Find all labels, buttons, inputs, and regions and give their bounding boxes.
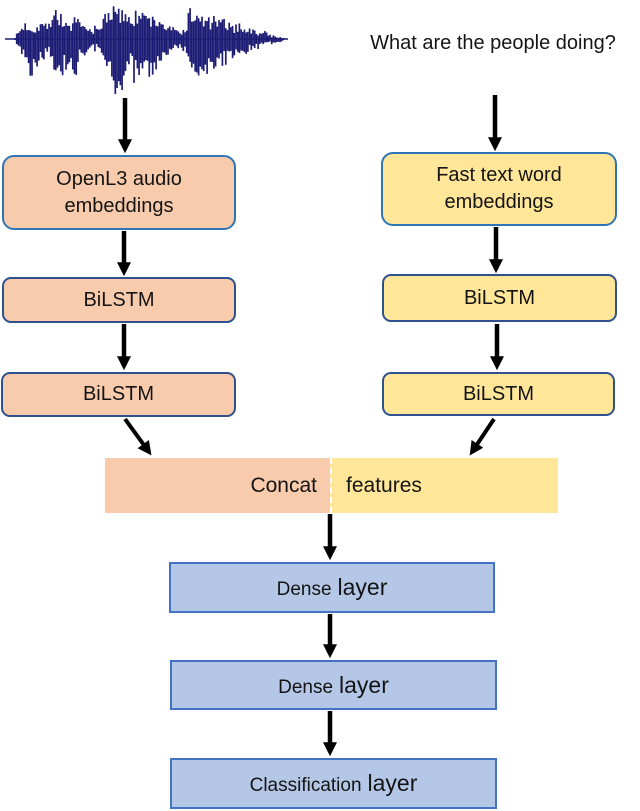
layer-word: layer [339, 671, 389, 698]
node-concat-features: Concat features [105, 458, 558, 513]
layer-word: layer [367, 770, 418, 796]
concat-audio-segment: Concat [105, 458, 330, 513]
node-label-line1: Fast text word [436, 164, 562, 186]
arrow-bilstm2-to-concat-left [123, 417, 152, 456]
classification-word: Classification [249, 775, 362, 796]
node-label: BiLSTM [463, 286, 536, 309]
node-dense-layer-2: Dense layer [170, 660, 497, 710]
node-bilstm-audio-1: BiLSTM [2, 277, 236, 323]
node-bilstm-audio-2: BiLSTM [1, 372, 236, 417]
node-label-row: Dense layer [277, 574, 388, 601]
features-label: features [346, 473, 422, 497]
node-bilstm-text-2: BiLSTM [382, 372, 615, 416]
dense-word: Dense [276, 579, 332, 600]
node-bilstm-text-1: BiLSTM [382, 274, 617, 322]
node-label-row: Dense layer [278, 672, 389, 699]
node-label: BiLSTM [462, 382, 535, 405]
arrow-bilstm2-to-concat-right [469, 417, 496, 456]
node-label: BiLSTM [83, 288, 155, 311]
node-label-line2: embeddings [64, 194, 174, 217]
dense-word: Dense [278, 676, 334, 698]
node-label-line2: embeddings [444, 191, 554, 213]
node-label-line1: OpenL3 audio [56, 167, 182, 190]
concat-text-segment: features [330, 458, 558, 513]
node-fasttext-embeddings: Fast text word embeddings [381, 152, 617, 226]
node-openl3-embeddings: OpenL3 audio embeddings [2, 155, 236, 230]
audio-waveform-icon [5, 6, 288, 94]
node-dense-layer-1: Dense layer [169, 562, 495, 613]
layer-word: layer [337, 574, 388, 600]
concat-label: Concat [250, 473, 317, 497]
node-label: BiLSTM [82, 383, 155, 405]
node-label-row: Classification layer [250, 770, 418, 797]
node-classification-layer: Classification layer [170, 758, 497, 809]
question-text: What are the people doing? [370, 32, 616, 54]
